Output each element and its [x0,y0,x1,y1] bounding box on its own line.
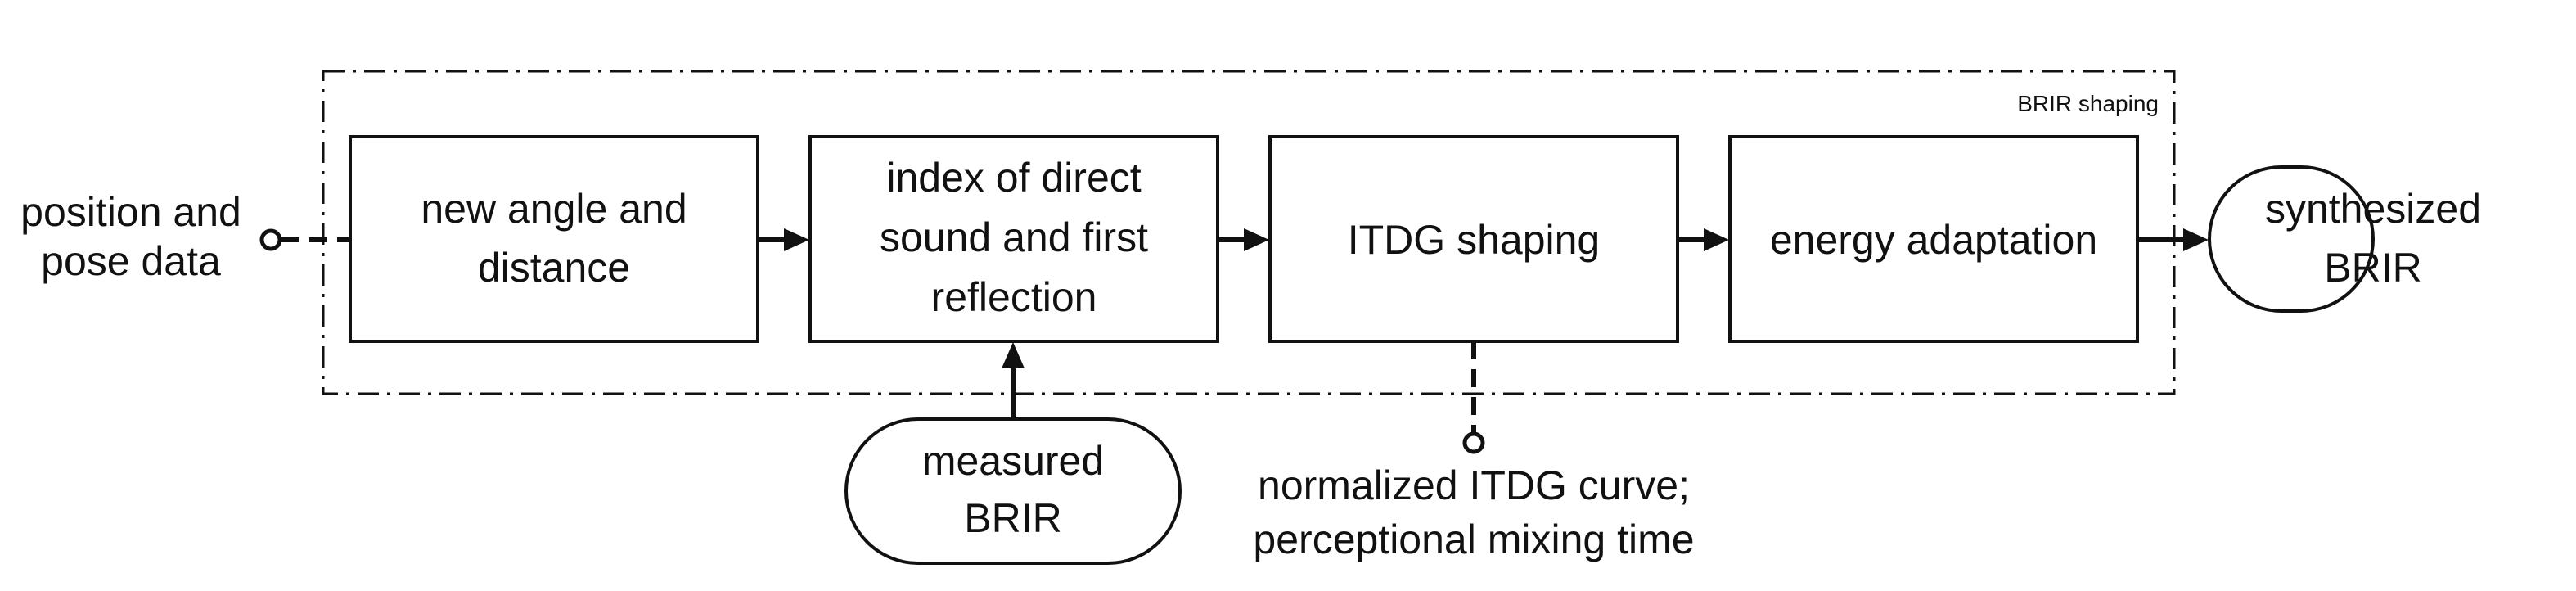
parameters-line-2: perceptional mixing time [1253,517,1694,562]
arrowhead-block2-to-block3 [1244,228,1269,251]
block-index-of-direct-sound-and-first-reflection [808,135,1219,343]
block-1-line-2: distance [478,245,630,291]
input-label-line-2: pose data [41,238,221,284]
block-new-angle-and-distance [349,135,759,343]
parameters-line-1: normalized ITDG curve; [1258,462,1690,508]
arrowhead-measured-to-block2 [1002,342,1025,368]
block-4-line-1: energy adaptation [1770,217,2097,263]
arrowhead-block4-to-output [2183,228,2209,251]
block-2-line-1: index of direct [886,155,1141,201]
brir-shaping-group-label: BRIR shaping [2017,91,2159,116]
measured-line-1: measured [922,438,1104,484]
output-line-2: BRIR [2324,245,2421,291]
output-line-1: synthesized [2265,186,2481,232]
block-2-line-3: reflection [931,274,1097,320]
input-label-line-1: position and [20,189,241,235]
output-synthesized-brir-terminal [2208,165,2375,313]
input-terminal-circle [259,228,282,251]
arrowhead-block1-to-block2 [784,228,809,251]
block-1-line-1: new angle and [421,186,687,232]
block-energy-adaptation [1728,135,2139,343]
block-3-line-1: ITDG shaping [1348,217,1600,263]
block-2-line-2: sound and first [880,214,1148,260]
arrowhead-block3-to-block4 [1704,228,1729,251]
brir-shaping-group-boundary [322,70,2176,395]
parameters-terminal-circle [1462,431,1485,454]
measured-line-2: BRIR [964,495,1061,541]
